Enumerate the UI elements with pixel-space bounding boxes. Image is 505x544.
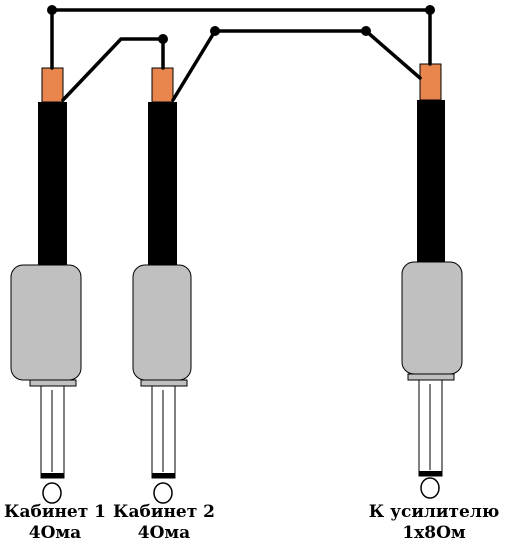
junction-dot xyxy=(158,34,168,44)
label-cabinet-1: Кабинет 1 4Ома xyxy=(0,502,110,544)
plug-3-collar xyxy=(407,373,455,381)
plug-cabinet-2 xyxy=(132,67,192,504)
wire-ground-bus xyxy=(50,8,432,70)
plug-2-collar xyxy=(140,379,188,387)
plug-2-ring-band xyxy=(152,473,175,478)
label-amplifier-impedance: 1х8Ом xyxy=(402,523,466,543)
junction-dot xyxy=(210,26,220,36)
label-cabinet-2-name: Кабинет 2 xyxy=(113,502,215,522)
plug-2-body xyxy=(132,264,192,381)
junction-dot xyxy=(425,5,435,15)
junction-dot xyxy=(361,26,371,36)
plug-1-collar xyxy=(29,379,77,387)
label-amplifier: К усилителю 1х8Ом xyxy=(364,502,504,544)
junction-dot xyxy=(47,5,57,15)
plug-2-cable xyxy=(148,102,177,265)
plug-1-cable xyxy=(38,102,67,265)
plug-3-tip xyxy=(420,477,440,499)
label-cabinet-2-impedance: 4Ома xyxy=(137,523,191,543)
plug-cabinet-1 xyxy=(10,67,82,504)
plug-2-tip-connector xyxy=(151,67,174,103)
plug-1-ring-band xyxy=(41,473,64,478)
label-cabinet-1-name: Кабинет 1 xyxy=(4,502,106,522)
wire-cab1-tip-to-cab2-sleeve xyxy=(61,37,165,102)
plug-1-tip-connector xyxy=(41,67,64,103)
plug-1-body xyxy=(10,264,82,381)
plug-3-cable xyxy=(417,100,445,265)
plug-amplifier xyxy=(401,63,463,499)
wires xyxy=(50,8,432,102)
plug-3-ring-band xyxy=(419,471,442,476)
junction-dots xyxy=(47,5,435,44)
label-cabinet-2: Кабинет 2 4Ома xyxy=(108,502,220,544)
label-cabinet-1-impedance: 4Ома xyxy=(28,523,82,543)
plug-3-tip-connector xyxy=(419,63,442,101)
label-amplifier-name: К усилителю xyxy=(368,502,500,522)
plug-3-body xyxy=(401,261,463,375)
plug-2-tip xyxy=(153,482,173,504)
plug-1-tip xyxy=(42,482,62,504)
wire-cab2-tip-to-amp-tip xyxy=(171,29,422,102)
